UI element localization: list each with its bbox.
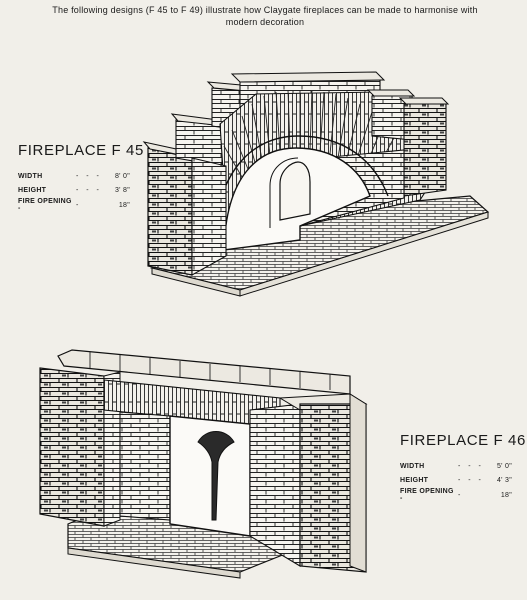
spec-value: 4' 3" (496, 476, 512, 484)
fireplace-f45-title: FIREPLACE F 45 (18, 142, 144, 159)
spec-value: 3' 8" (114, 186, 130, 194)
spec-label: WIDTH (400, 462, 425, 470)
fireplace-f45-drawing (142, 71, 490, 297)
spec-label: WIDTH (18, 172, 43, 180)
spec-row: HEIGHT - - - 3' 8" (18, 183, 130, 197)
spec-dash: - (458, 491, 464, 499)
f46-left-pier (39, 367, 105, 527)
f45-fire-opening (279, 161, 311, 221)
spec-row: WIDTH - - - 5' 0" (400, 459, 512, 473)
fireplace-f46-spec-table: WIDTH - - - 5' 0" HEIGHT - - - 4' 3" FIR… (400, 459, 512, 503)
spec-dash: - - - (458, 476, 484, 484)
spec-value: 18" (118, 201, 130, 209)
spec-label: FIRE OPENING - (400, 488, 454, 502)
f45-left-pier (147, 147, 193, 276)
spec-value: 18" (500, 491, 512, 499)
fireplace-f45-specs: FIREPLACE F 45 WIDTH - - - 8' 0" HEIGHT … (18, 142, 144, 213)
spec-label: FIRE OPENING - (18, 198, 72, 212)
spec-dash: - (76, 201, 82, 209)
fireplace-f45-spec-table: WIDTH - - - 8' 0" HEIGHT - - - 3' 8" FIR… (18, 169, 130, 213)
spec-label: HEIGHT (18, 186, 47, 194)
spec-value: 8' 0" (114, 172, 130, 180)
f46-fire-opening (197, 431, 235, 521)
spec-row: WIDTH - - - 8' 0" (18, 169, 130, 183)
fireplace-f46-drawing (39, 349, 368, 579)
spec-value: 5' 0" (496, 462, 512, 470)
fireplace-f46-title: FIREPLACE F 46 (400, 432, 526, 449)
spec-dash: - - - (458, 462, 484, 470)
intro-line-2: modern decoration (225, 17, 305, 27)
spec-row: FIRE OPENING - - 18" (400, 487, 512, 503)
intro-text: The following designs (F 45 to F 49) ill… (40, 4, 490, 28)
spec-dash: - - - (76, 172, 102, 180)
spec-row: FIRE OPENING - - 18" (18, 197, 130, 213)
f46-top-slab (57, 349, 351, 395)
fireplace-f46-specs: FIREPLACE F 46 WIDTH - - - 5' 0" HEIGHT … (400, 432, 526, 503)
spec-dash: - - - (76, 186, 102, 194)
spec-row: HEIGHT - - - 4' 3" (400, 473, 512, 487)
intro-line-1: The following designs (F 45 to F 49) ill… (52, 5, 478, 15)
spec-label: HEIGHT (400, 476, 429, 484)
